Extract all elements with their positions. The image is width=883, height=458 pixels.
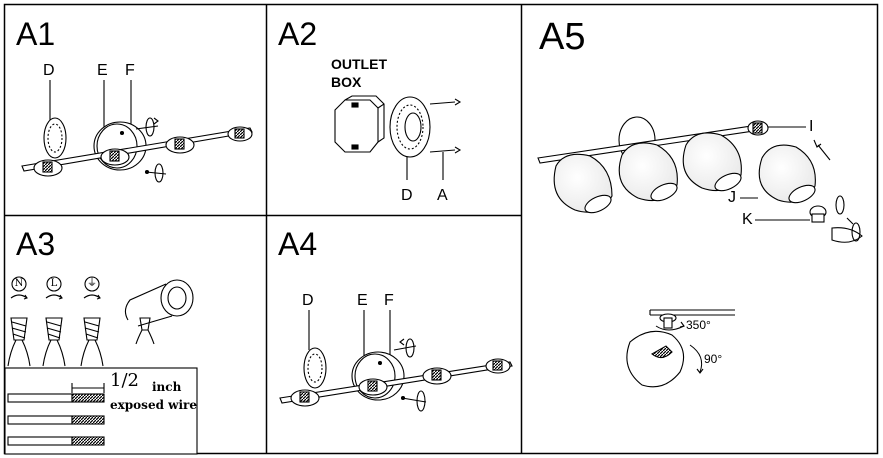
a1-fixture-drawing	[21, 80, 253, 183]
outlet-box-label-line1: OUTLET	[331, 56, 387, 72]
a1-label-e: E	[97, 62, 108, 79]
a1-panel-title: A1	[16, 16, 56, 52]
a4-label-e: E	[357, 292, 368, 309]
neutral-wire-symbol: N	[14, 278, 24, 289]
a4-fixture-drawing	[279, 310, 513, 412]
strip-length-note: exposed wire	[110, 398, 197, 412]
tilt-rotation-label: 90°	[704, 352, 723, 366]
a5-panel-title: A5	[539, 16, 586, 58]
a2-panel-title: A2	[278, 16, 318, 52]
outlet-box-label-line2: BOX	[331, 74, 362, 90]
a5-label-j: J	[728, 189, 736, 206]
a4-label-f: F	[384, 292, 394, 309]
a1-label-d: D	[43, 62, 55, 79]
strip-length-unit: inch	[152, 380, 182, 394]
pan-rotation-label: 350°	[686, 318, 711, 332]
a3-panel-title: A3	[16, 226, 56, 262]
a4-panel-title: A4	[278, 226, 318, 262]
outer-frame	[3, 3, 879, 455]
a5-shade-drawing	[537, 116, 863, 388]
live-wire-symbol: L	[50, 278, 58, 289]
a5-label-i: I	[809, 118, 814, 135]
a3-wiring-drawing	[4, 276, 198, 455]
earth-wire-symbol-icon: ⏚	[87, 278, 97, 289]
a1-label-f: F	[125, 62, 135, 79]
a4-label-d: D	[302, 292, 314, 309]
a5-label-k: K	[742, 211, 753, 228]
a2-label-d: D	[401, 187, 413, 204]
a2-label-a: A	[437, 187, 448, 204]
a2-outlet-box-drawing	[334, 95, 462, 180]
strip-length-value: 1/2	[110, 370, 139, 391]
